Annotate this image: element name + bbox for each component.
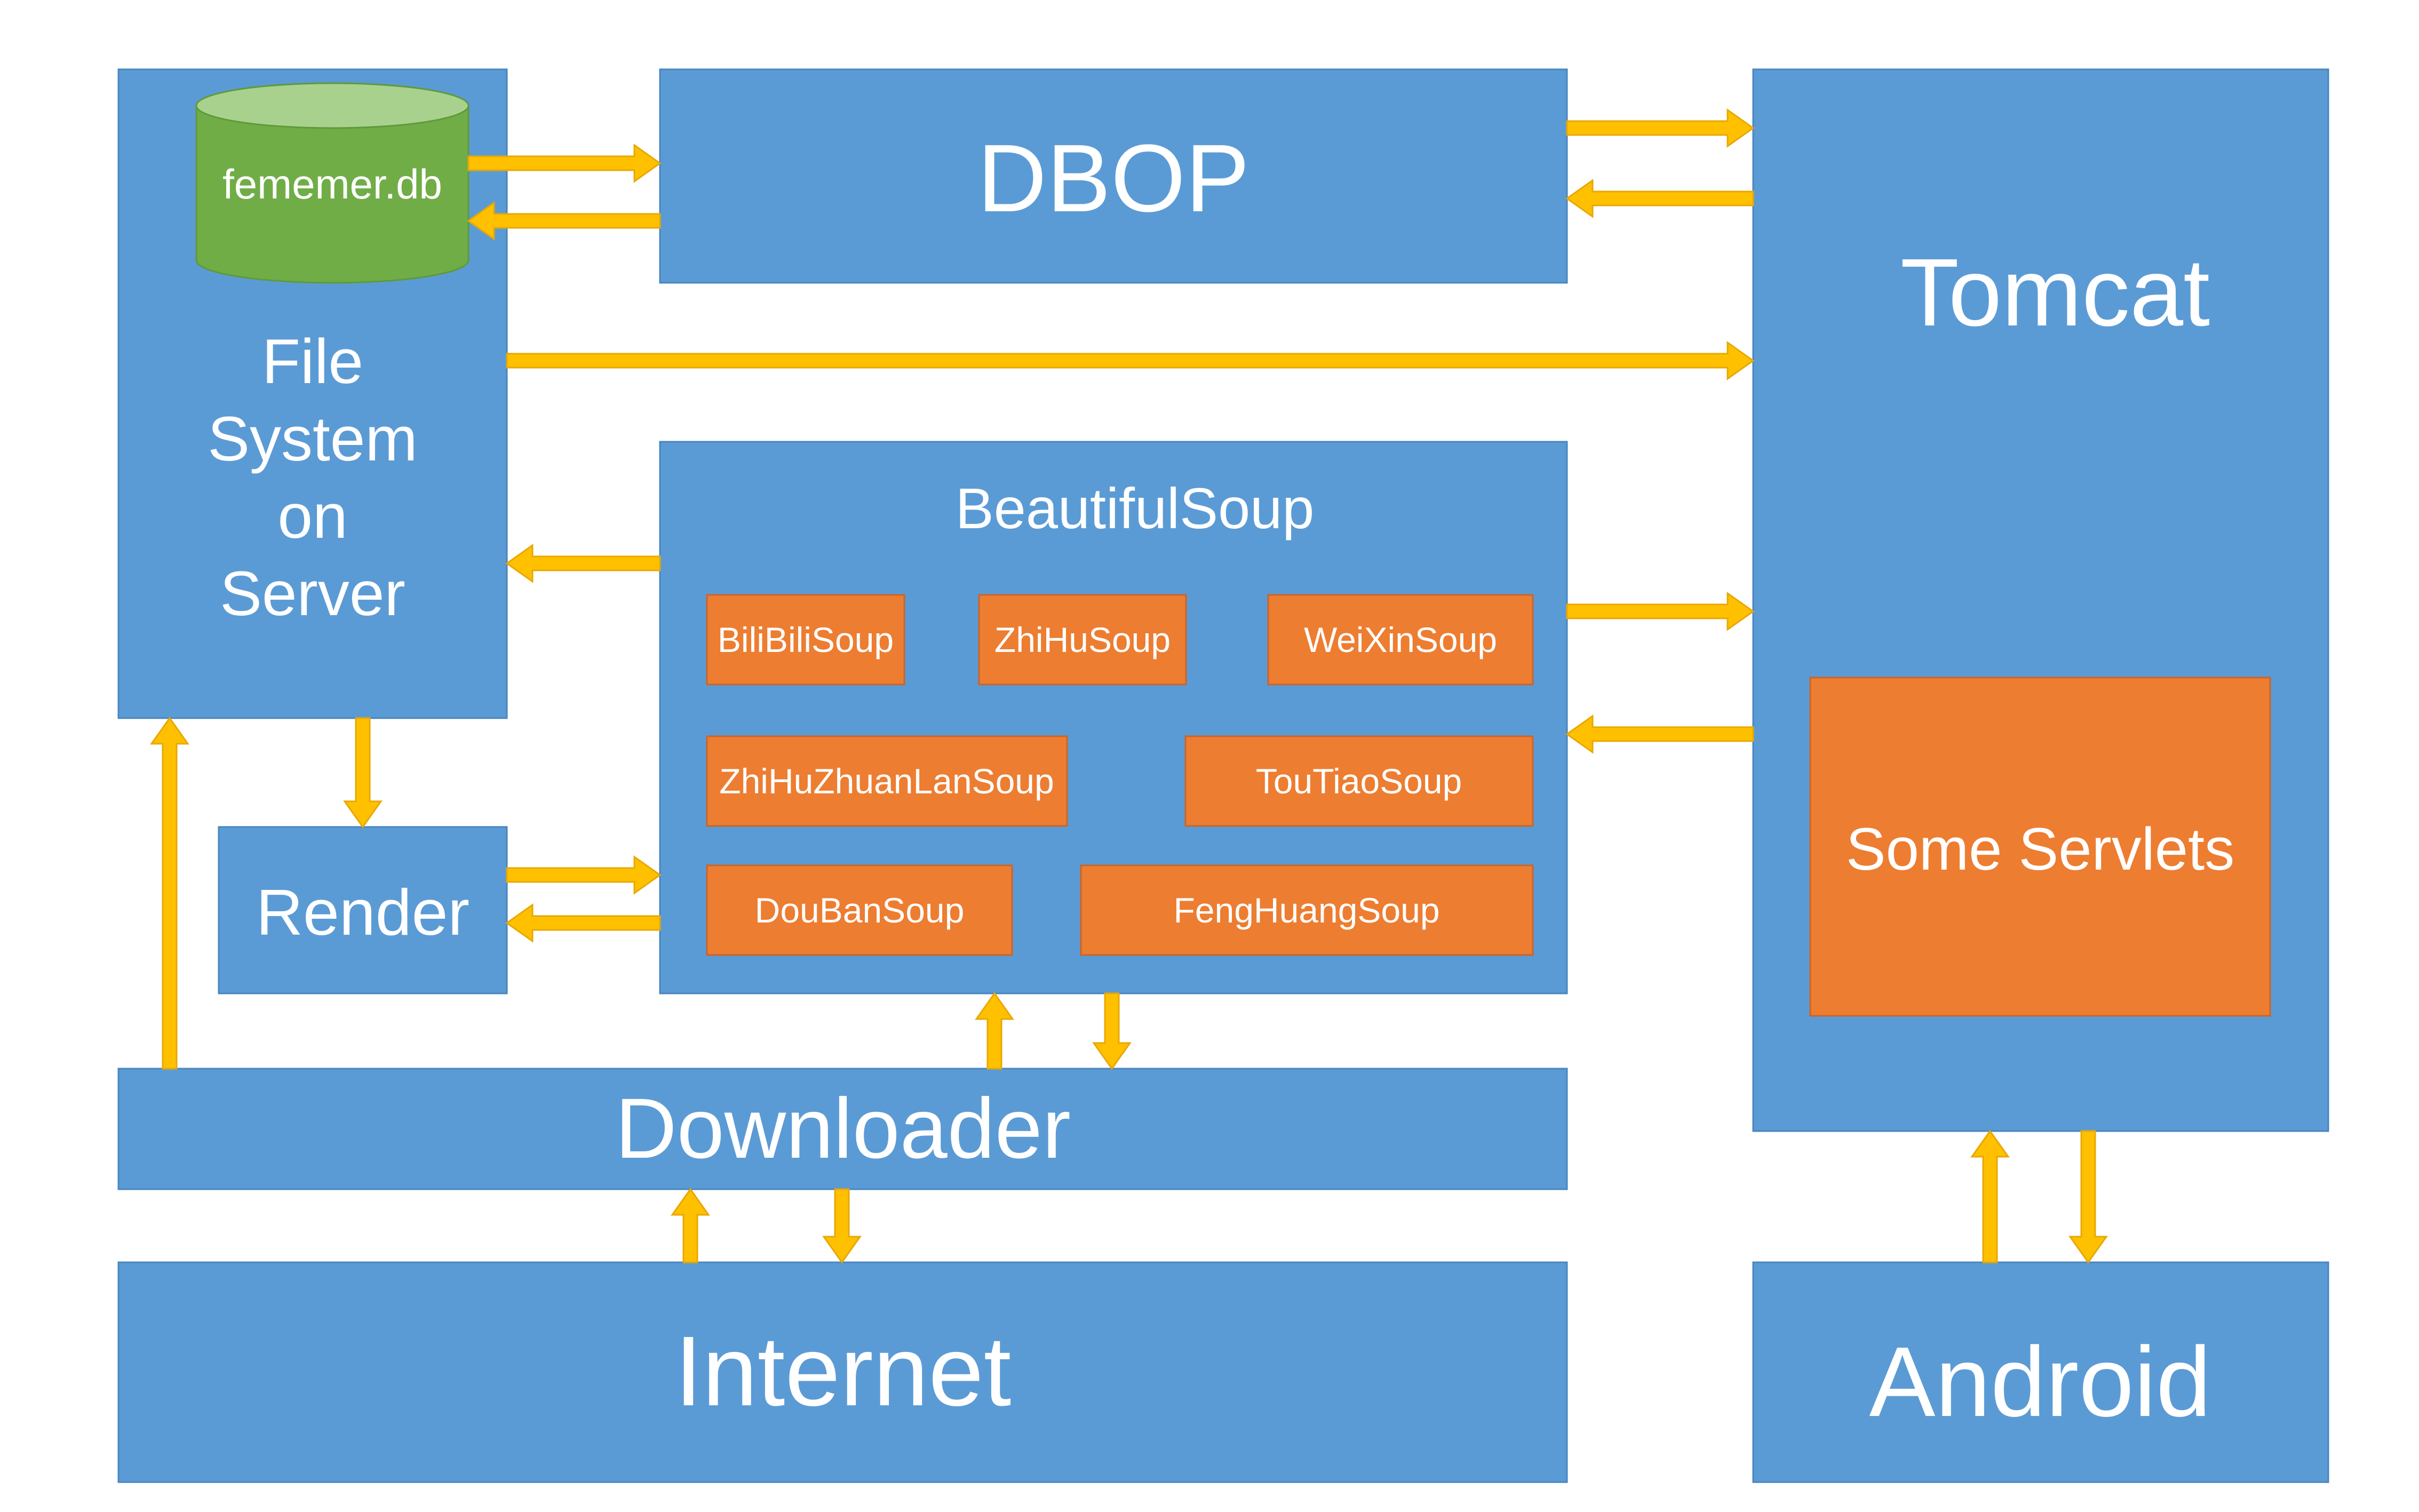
arrow-beautifulsoup-to-file-system — [505, 544, 661, 583]
arrow-downloader-to-beautifulsoup — [975, 992, 1014, 1070]
file-system-label-line-4: Server — [220, 559, 405, 629]
database-cylinder-top — [195, 82, 470, 129]
soup-label-zhihu: ZhiHuSoup — [994, 620, 1171, 659]
dbop-box — [659, 68, 1568, 284]
android-label: Android — [1869, 1327, 2211, 1437]
file-system-label-line-2: System — [208, 404, 417, 474]
database-label: fememer.db — [222, 161, 442, 208]
dbop-label: DBOP — [977, 125, 1250, 232]
soup-box-weixin — [1267, 594, 1534, 686]
arrow-render-to-beautifulsoup — [506, 855, 662, 895]
arrow-beautifulsoup-to-downloader — [1092, 992, 1132, 1070]
database-cylinder-body — [195, 105, 470, 284]
soup-box-toutiao — [1184, 735, 1534, 827]
arrow-tomcat-to-beautifulsoup — [1565, 714, 1754, 754]
soup-label-douban: DouBanSoup — [755, 890, 965, 930]
arrow-dbop-to-tomcat — [1566, 108, 1755, 148]
arrow-tomcat-to-android — [2068, 1130, 2108, 1264]
soup-label-bilibili: BiliBiliSoup — [718, 620, 894, 659]
connection-arrows — [150, 108, 2108, 1264]
arrow-downloader-to-file-system — [150, 717, 189, 1070]
soup-label-toutiao: TouTiaoSoup — [1256, 761, 1462, 801]
servlets-box — [1809, 677, 2271, 1017]
soup-label-zhihuzhuanlan: ZhiHuZhuanLanSoup — [719, 761, 1054, 801]
render-box — [218, 826, 508, 994]
arrow-file-system-to-render — [343, 717, 383, 829]
soup-box-zhihuzhuanlan — [706, 735, 1068, 827]
arrow-tomcat-to-dbop — [1565, 179, 1754, 218]
arrow-dbop-to-database — [467, 201, 661, 241]
soup-box-douban — [706, 864, 1013, 956]
arrow-file-system-to-tomcat — [506, 341, 1755, 380]
database-cylinder — [195, 82, 470, 284]
downloader-box — [117, 1068, 1568, 1190]
soup-box-bilibili — [706, 594, 905, 686]
tomcat-label: Tomcat — [1900, 239, 2210, 346]
file-system-label-line-1: File — [262, 327, 363, 397]
servlets-label: Some Servlets — [1846, 816, 2234, 882]
arrow-internet-to-downloader — [671, 1188, 710, 1263]
arrow-database-to-dbop — [467, 144, 662, 183]
internet-box — [117, 1261, 1568, 1483]
arrow-downloader-to-internet — [822, 1188, 862, 1264]
arrow-beautifulsoup-to-tomcat — [1566, 592, 1755, 631]
soup-box-zhihu — [978, 594, 1187, 686]
soup-label-weixin: WeiXinSoup — [1304, 620, 1497, 659]
downloader-label: Downloader — [615, 1080, 1071, 1176]
internet-label: Internet — [675, 1316, 1012, 1427]
arrow-android-to-tomcat — [1970, 1129, 2010, 1263]
soup-label-fenghuang: FengHuangSoup — [1173, 890, 1439, 930]
render-label: Render — [256, 876, 470, 949]
beautifulsoup-label: BeautifulSoup — [956, 476, 1315, 540]
android-box — [1752, 1261, 2329, 1483]
soup-box-fenghuang — [1080, 864, 1534, 956]
file-system-label-line-3: on — [277, 481, 347, 552]
arrow-beautifulsoup-to-render — [505, 903, 661, 943]
